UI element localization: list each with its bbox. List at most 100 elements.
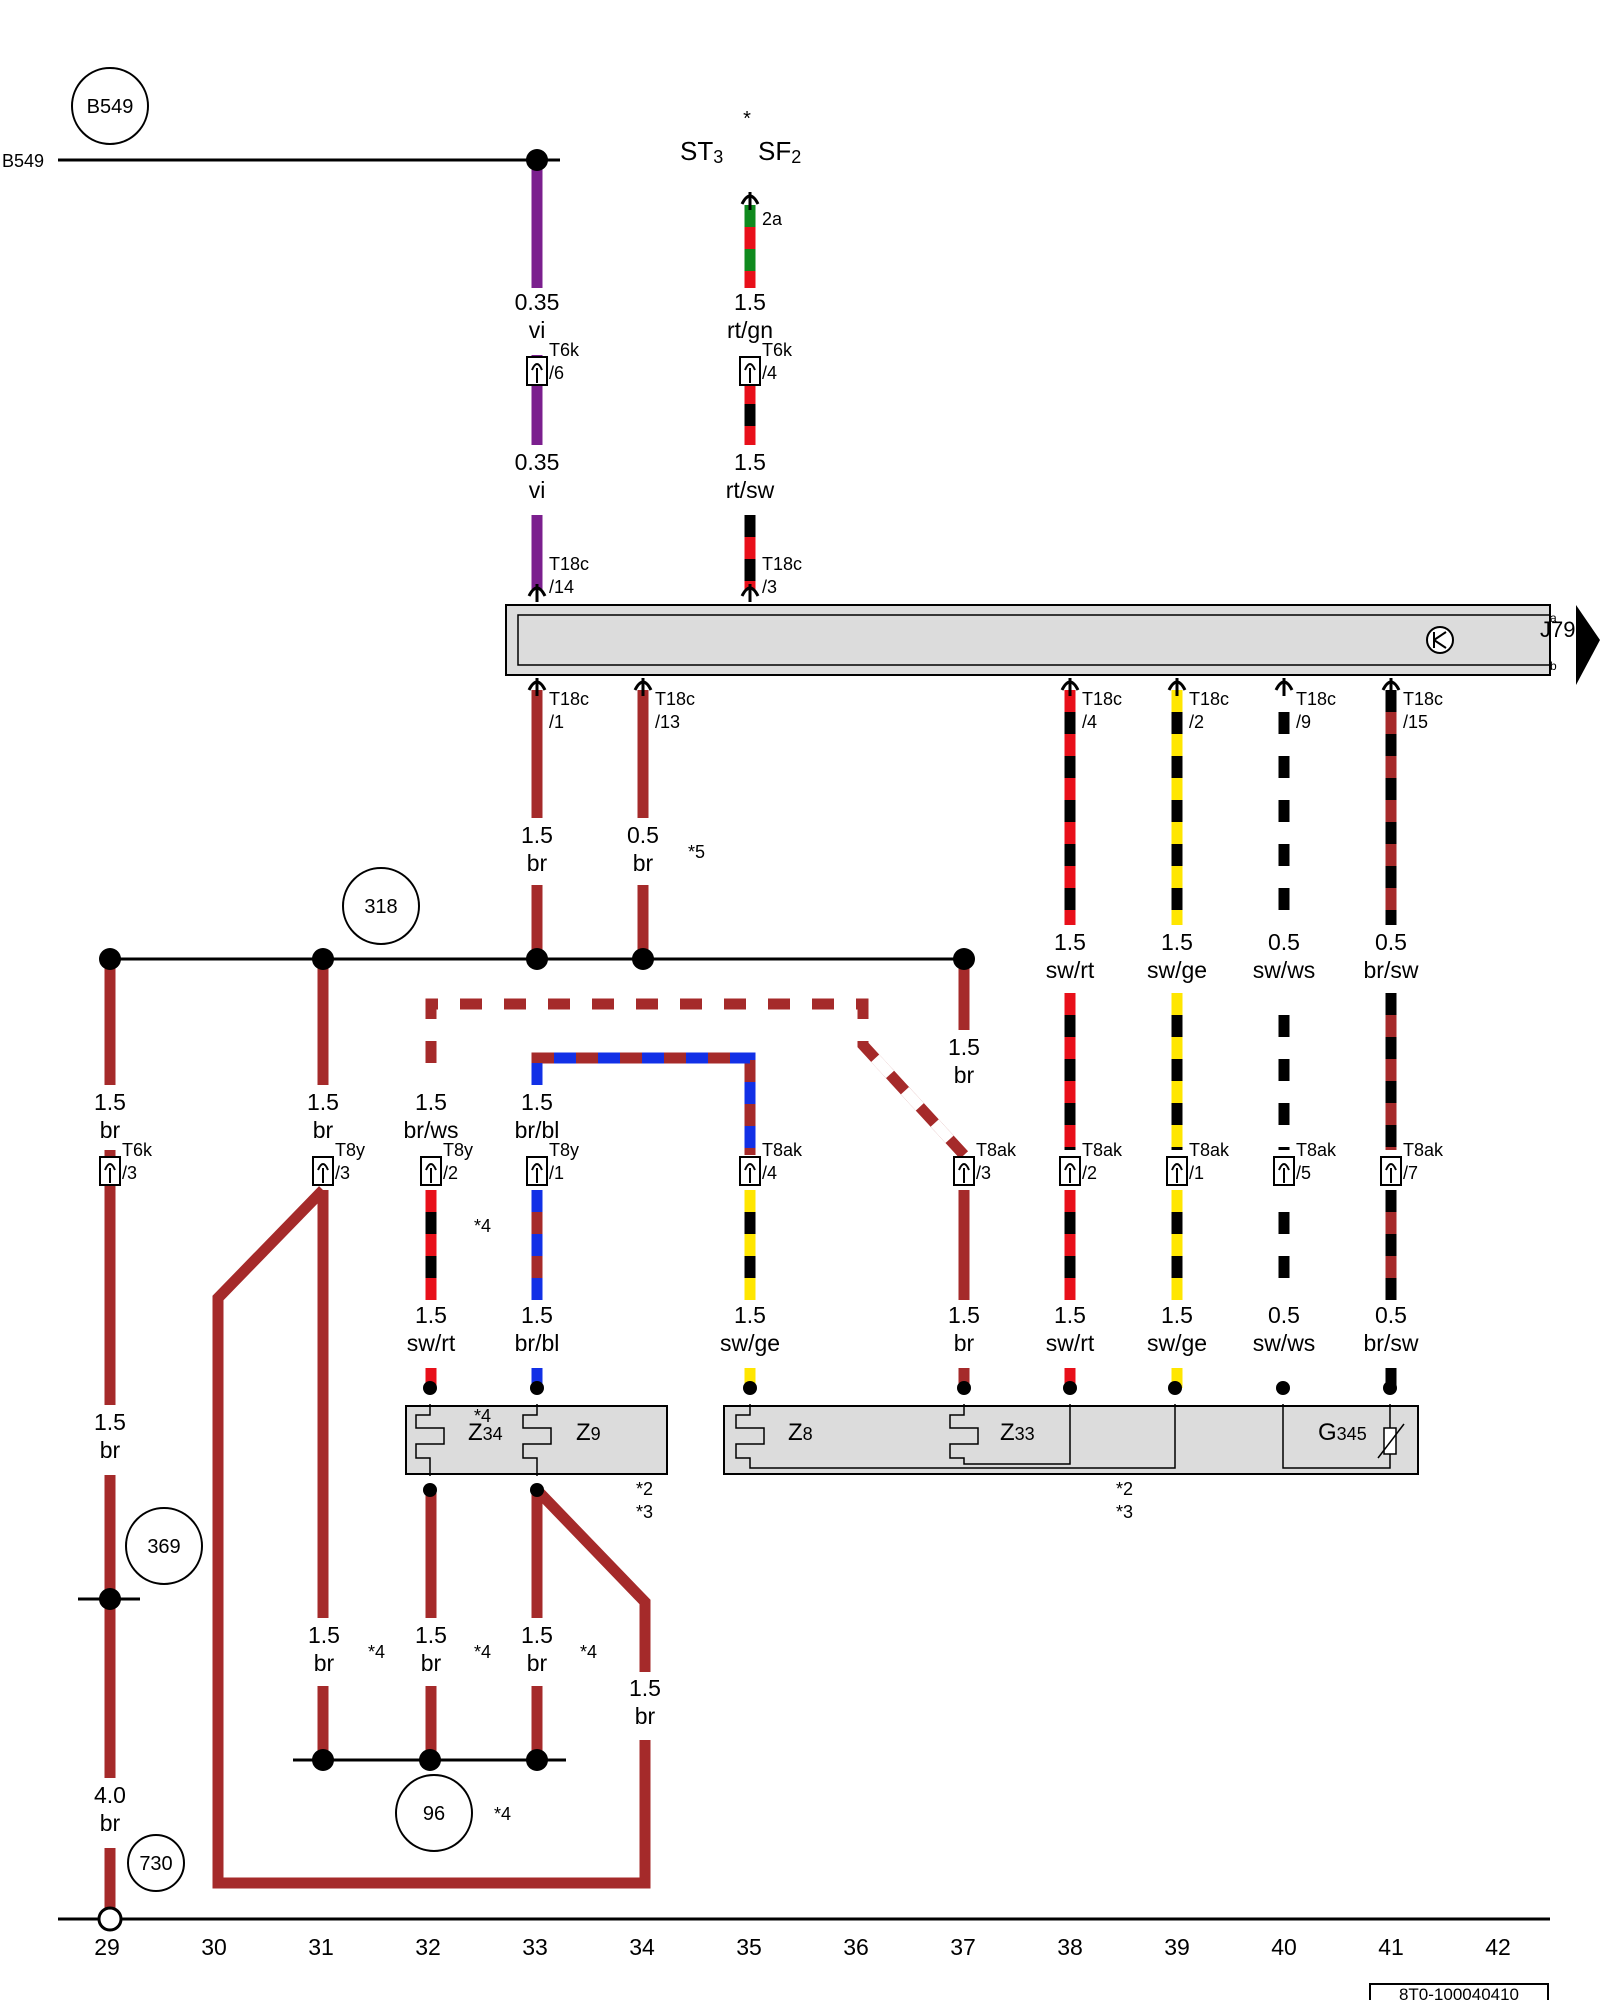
conn-t8ak-4-pin: /4 xyxy=(762,1163,777,1183)
ground-point-open xyxy=(97,1906,123,1932)
conn-t18c-13-name: T18c xyxy=(655,689,695,709)
j79-pin-a: a xyxy=(1550,611,1557,625)
z9-heater-icon xyxy=(522,1404,552,1476)
column-number: 40 xyxy=(1271,1934,1297,1960)
heater-box-right: Z8 Z33 G345 xyxy=(723,1404,1419,1475)
conn-t6k-4-name: T6k xyxy=(762,340,793,360)
conn-t8ak-7-name: T8ak xyxy=(1403,1140,1444,1160)
conn-t6k-3-pin: /3 xyxy=(122,1163,137,1183)
connector-t8-4-pin-icon xyxy=(744,1163,756,1183)
footnote-2-left: *2 xyxy=(636,1479,653,1499)
wire-38-b-size: 1.5 xyxy=(1054,1302,1086,1328)
conn-t8ak-3-name: T8ak xyxy=(976,1140,1017,1160)
z8-heater-icon xyxy=(735,1404,1176,1469)
m369-label: 369 xyxy=(147,1536,180,1558)
wire-32-bws xyxy=(425,998,969,1159)
connector-t8-0-pin-icon xyxy=(104,1163,116,1183)
wire-vi-lower-size: 0.35 xyxy=(515,449,560,475)
pin-41-top xyxy=(1383,1381,1397,1395)
column-number: 30 xyxy=(201,1934,227,1960)
splice-points xyxy=(97,149,975,1932)
g345-label: G345 xyxy=(1318,1419,1367,1446)
connector-t8-5-pin-icon xyxy=(958,1163,970,1183)
column-number: 37 xyxy=(950,1934,976,1960)
conn-t8ak-3-pin: /3 xyxy=(976,1163,991,1183)
wire-40-upper-color: sw/ws xyxy=(1253,957,1316,983)
splice-29 xyxy=(99,948,121,970)
conn-t8y-1-name: T8y xyxy=(549,1140,579,1160)
wire-br-t18c13-color: br xyxy=(633,850,654,876)
connector-t18c-bottom-5 xyxy=(1381,678,1401,696)
wire-31-loop xyxy=(212,1186,651,1889)
wire-39-b-size: 1.5 xyxy=(1161,1302,1193,1328)
conn-t8y-3-pin: /3 xyxy=(335,1163,350,1183)
wire-37-b-color: br xyxy=(954,1330,975,1356)
column-number: 34 xyxy=(629,1934,655,1960)
wire-32-a-color: br/ws xyxy=(404,1117,459,1143)
pin-z9-bottom xyxy=(530,1483,544,1497)
wire-34-c-color: br xyxy=(635,1703,656,1729)
wire-29-d-size: 4.0 xyxy=(94,1782,126,1808)
conn-t18c-3-pin: /3 xyxy=(762,577,777,597)
splice-b549 xyxy=(526,149,548,171)
connector-symbols xyxy=(99,192,1402,1186)
wire-34-c xyxy=(533,1486,651,1672)
conn-t6k-6-pin: /6 xyxy=(549,363,564,383)
wire-41-b-size: 0.5 xyxy=(1375,1302,1407,1328)
footnote-3-right: *3 xyxy=(1116,1502,1133,1522)
z33-label: Z33 xyxy=(1000,1419,1035,1446)
wire-39-b-color: sw/ge xyxy=(1147,1330,1207,1356)
footnote-5: *5 xyxy=(688,842,705,862)
wire-32-b-color: sw/rt xyxy=(407,1330,456,1356)
pin-z9-top xyxy=(530,1381,544,1395)
wire-34-c-size: 1.5 xyxy=(629,1675,661,1701)
b549-marker-circle xyxy=(71,67,149,145)
conn-t8ak-7-pin: /7 xyxy=(1403,1163,1418,1183)
m96-circle xyxy=(395,1774,473,1852)
bus-lines xyxy=(58,158,1550,1921)
doc-id-frame xyxy=(1369,1983,1549,2000)
wire-33-a-size: 1.5 xyxy=(521,1089,553,1115)
z34-heater-icon xyxy=(415,1404,445,1476)
footnote-4-32: *4 xyxy=(474,1642,491,1662)
splice-369 xyxy=(99,1588,121,1610)
wire-37-b-size: 1.5 xyxy=(948,1302,980,1328)
column-number: 42 xyxy=(1485,1934,1511,1960)
j79-control-unit: J79 a b xyxy=(505,604,1600,685)
column-number: 41 xyxy=(1378,1934,1404,1960)
wire-29-a-size: 1.5 xyxy=(94,1089,126,1115)
connector-t8-9-pin-icon xyxy=(1385,1163,1397,1183)
component-pins xyxy=(423,1381,1397,1497)
column-number: 39 xyxy=(1164,1934,1190,1960)
pin-2a-label: 2a xyxy=(762,209,783,229)
footnote-z34-box: *4 xyxy=(474,1406,491,1426)
conn-t18c-2-name: T18c xyxy=(1189,689,1229,709)
footnote-4-31: *4 xyxy=(368,1642,385,1662)
connector-2a xyxy=(740,192,760,210)
fuse-labels: * ST3 SF2 2a xyxy=(680,108,801,229)
footnote-4-a: *4 xyxy=(474,1216,491,1236)
splice-96-32 xyxy=(419,1749,441,1771)
wire-29-c-color: br xyxy=(100,1437,121,1463)
conn-t8y-2-pin: /2 xyxy=(443,1163,458,1183)
connector-t8-8-pin-icon xyxy=(1278,1163,1290,1183)
wire-31-c-size: 1.5 xyxy=(308,1622,340,1648)
pin-z8-top xyxy=(743,1381,757,1395)
column-number: 36 xyxy=(843,1934,869,1960)
wire-rtgn-size: 1.5 xyxy=(734,289,766,315)
m318-label: 318 xyxy=(364,896,397,918)
wire-39-upper-size: 1.5 xyxy=(1161,929,1193,955)
conn-t6k-6-name: T6k xyxy=(549,340,580,360)
heater-box-left: Z34 Z9 *4 xyxy=(405,1404,668,1476)
wire-32-b-size: 1.5 xyxy=(415,1302,447,1328)
wire-35-b-size: 1.5 xyxy=(734,1302,766,1328)
wire-32-a-size: 1.5 xyxy=(415,1089,447,1115)
wire-31-c-color: br xyxy=(314,1650,335,1676)
transistor-icon-symbol xyxy=(1433,631,1447,649)
box-z8-z33-g345 xyxy=(723,1405,1419,1475)
connector-t18c-3 xyxy=(740,584,760,602)
wire-29-c-size: 1.5 xyxy=(94,1409,126,1435)
conn-t6k-3-name: T6k xyxy=(122,1140,153,1160)
wire-33-b-size: 1.5 xyxy=(521,1302,553,1328)
wire-41-upper-color: br/sw xyxy=(1364,957,1419,983)
